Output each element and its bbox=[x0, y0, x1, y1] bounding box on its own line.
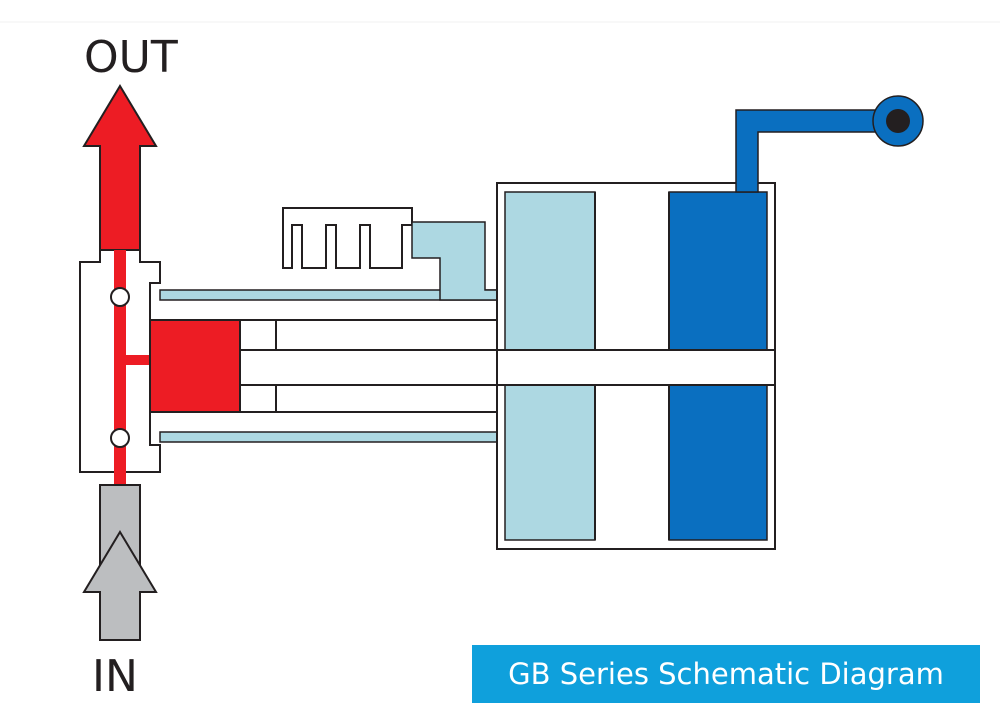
lower-fluid-channel bbox=[159, 431, 498, 443]
outlet-passage bbox=[114, 250, 126, 485]
cross-passage bbox=[126, 355, 150, 365]
plunger-chamber bbox=[240, 319, 497, 413]
plunger-head bbox=[149, 319, 241, 413]
lower-check-ball bbox=[110, 428, 130, 448]
inlet-arrow bbox=[82, 530, 158, 641]
piston-rod-through bbox=[500, 351, 774, 384]
air-supply-pipe bbox=[411, 221, 498, 301]
caption-banner: GB Series Schematic Diagram bbox=[472, 645, 980, 703]
outlet-label: OUT bbox=[84, 32, 178, 83]
piston-light-lower bbox=[504, 384, 596, 541]
outlet-arrow bbox=[82, 84, 158, 251]
plunger-rod-cover bbox=[241, 351, 275, 384]
upper-check-ball bbox=[110, 287, 130, 307]
air-chamber-upper bbox=[668, 191, 768, 351]
air-inlet-port-icon bbox=[886, 109, 910, 133]
piston-light-upper bbox=[504, 191, 596, 351]
air-inlet-pipe bbox=[735, 109, 881, 193]
air-chamber-lower bbox=[668, 384, 768, 541]
inlet-label: IN bbox=[92, 651, 138, 702]
exhaust-muffler bbox=[282, 207, 413, 269]
